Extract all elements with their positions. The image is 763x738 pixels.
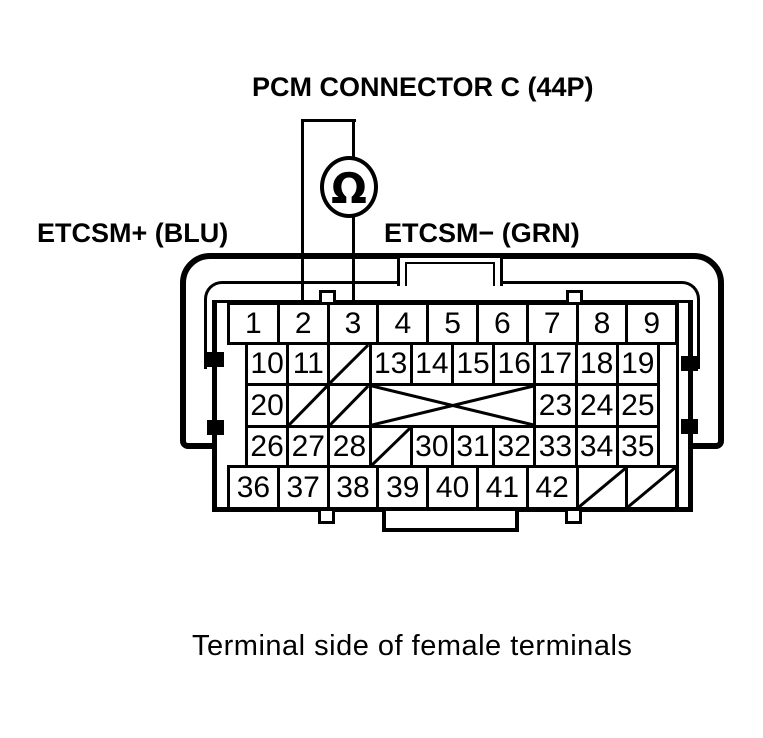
- pin-cell-5: 5: [426, 302, 479, 345]
- pin-cell-9: 9: [625, 302, 679, 345]
- blocked-diagonal-cell: [368, 425, 413, 468]
- diagonal-slash-icon: [330, 386, 368, 425]
- pin-cell-27: 27: [286, 425, 331, 468]
- pin-cell-37: 37: [276, 465, 330, 510]
- side-latch-mark: [207, 420, 224, 435]
- side-latch-mark: [681, 356, 698, 371]
- blocked-diagonal-cell: [327, 383, 372, 428]
- pin-cell-19: 19: [615, 342, 660, 386]
- probe-label-etcsm-minus: ETCSM− (GRN): [384, 218, 580, 248]
- pin-cell-10: 10: [245, 342, 290, 386]
- bottom-index-tab: [565, 511, 582, 524]
- pin-cell-30: 30: [409, 425, 454, 468]
- pin-cell-31: 31: [450, 425, 496, 468]
- diagonal-slash-icon: [289, 386, 327, 425]
- pin-cell-16: 16: [492, 342, 537, 386]
- pin-cell-7: 7: [525, 302, 579, 345]
- pin-cell-32: 32: [492, 425, 537, 468]
- probe-wire-top: [301, 119, 356, 122]
- diagonal-slash-icon: [372, 428, 410, 465]
- pin-cell-41: 41: [475, 465, 529, 510]
- blocked-diagonal-cell: [575, 465, 629, 510]
- pin-cell-8: 8: [575, 302, 629, 345]
- pin-cell-2: 2: [276, 302, 330, 345]
- probe-label-etcsm-plus: ETCSM+ (BLU): [37, 218, 229, 248]
- diagram-title: PCM CONNECTOR C (44P): [252, 72, 594, 102]
- pin-cell-14: 14: [409, 342, 454, 386]
- side-latch-mark: [207, 352, 224, 367]
- blocked-diagonal-cell: [286, 383, 331, 428]
- pin-cell-42: 42: [525, 465, 579, 510]
- blocked-cross-cell: [368, 383, 537, 428]
- pin-cell-23: 23: [533, 383, 578, 428]
- pin-cell-3: 3: [326, 302, 380, 345]
- pin-cell-38: 38: [326, 465, 380, 510]
- diagonal-slash-icon: [330, 345, 368, 383]
- pin-cell-25: 25: [615, 383, 660, 428]
- connector-lock-tab-inner: [405, 262, 495, 286]
- pin-cell-28: 28: [327, 425, 372, 468]
- pin-cell-24: 24: [574, 383, 619, 428]
- side-latch-mark: [681, 419, 698, 434]
- pin-cell-34: 34: [574, 425, 619, 468]
- pin-cell-26: 26: [245, 425, 290, 468]
- pin-cell-18: 18: [574, 342, 619, 386]
- pin-cell-6: 6: [475, 302, 529, 345]
- pin-cell-17: 17: [533, 342, 578, 386]
- pin-cell-15: 15: [450, 342, 496, 386]
- top-index-tab: [319, 290, 336, 303]
- pin-cell-20: 20: [245, 383, 290, 428]
- pin-block-right-divider: [676, 303, 679, 510]
- diagonal-slash-icon: [579, 468, 626, 507]
- pin-cell-11: 11: [286, 342, 331, 386]
- ohm-symbol: Ω: [331, 163, 367, 213]
- pin-cell-1: 1: [227, 302, 280, 345]
- probe-wire-to-pin-2: [301, 119, 304, 303]
- pin-cell-33: 33: [533, 425, 578, 468]
- pin-cell-36: 36: [227, 465, 280, 510]
- bottom-mount-lug: [382, 511, 519, 532]
- blocked-diagonal-cell: [327, 342, 372, 386]
- bottom-index-tab: [318, 511, 335, 524]
- diagram-caption: Terminal side of female terminals: [192, 630, 633, 662]
- cross-out-icon: [372, 386, 534, 425]
- ohmmeter-icon: Ω: [320, 156, 378, 218]
- pin-cell-40: 40: [426, 465, 479, 510]
- pin-cell-13: 13: [368, 342, 413, 386]
- pin-cell-4: 4: [376, 302, 430, 345]
- top-index-tab: [566, 290, 583, 303]
- pin-cell-35: 35: [615, 425, 660, 468]
- pin-cell-39: 39: [376, 465, 430, 510]
- diagonal-slash-icon: [628, 468, 675, 507]
- blocked-diagonal-cell: [625, 465, 679, 510]
